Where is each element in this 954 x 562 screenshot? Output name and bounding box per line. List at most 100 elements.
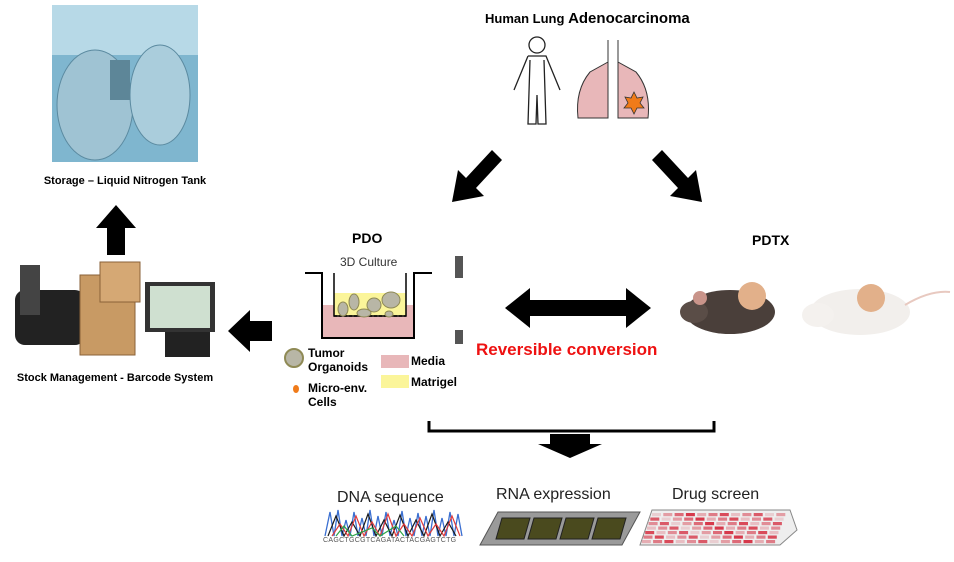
plate-well bbox=[697, 513, 707, 517]
plate-well bbox=[692, 526, 702, 530]
plate-well bbox=[745, 535, 755, 539]
plate-well bbox=[732, 540, 742, 544]
plate-well bbox=[733, 535, 743, 539]
plate-well bbox=[729, 517, 739, 521]
plate-well bbox=[705, 522, 715, 526]
plate-well bbox=[682, 522, 692, 526]
plate-well bbox=[700, 535, 709, 539]
plate-well bbox=[776, 513, 786, 517]
pdo-label: PDO bbox=[352, 230, 383, 246]
plate-well bbox=[754, 540, 764, 544]
plate-well bbox=[667, 531, 677, 535]
plate-well bbox=[674, 513, 684, 517]
plate-well bbox=[648, 522, 658, 526]
reversible-conversion-label: Reversible conversion bbox=[476, 340, 658, 359]
plate-well bbox=[650, 517, 660, 521]
plate-well bbox=[750, 522, 760, 526]
plate-well bbox=[724, 531, 734, 535]
drug-screen-label: Drug screen bbox=[672, 486, 760, 503]
arrow-to-pdo bbox=[452, 150, 502, 202]
plate-well bbox=[771, 526, 781, 530]
plate-well bbox=[669, 526, 679, 530]
plate-well bbox=[767, 535, 777, 539]
white-mouse-image bbox=[802, 284, 951, 335]
plate-well bbox=[680, 526, 690, 530]
dna-chromatogram bbox=[324, 509, 463, 538]
plate-well bbox=[666, 535, 676, 539]
plate-well bbox=[719, 513, 729, 517]
plate-well bbox=[711, 535, 721, 539]
down-arrow bbox=[538, 434, 602, 458]
legend-micro-env-cells: Micro-env. Cells bbox=[308, 381, 368, 409]
plate-well bbox=[688, 535, 698, 539]
plate-well bbox=[774, 517, 784, 521]
plate-well bbox=[675, 540, 685, 544]
plate-well bbox=[656, 531, 666, 535]
plate-well bbox=[654, 535, 664, 539]
plate-well bbox=[687, 540, 696, 544]
plate-well bbox=[772, 522, 782, 526]
arrow-to-pdtx bbox=[652, 150, 702, 202]
plate-well bbox=[664, 540, 674, 544]
plate-well bbox=[746, 531, 756, 535]
culture-label: 3D Culture bbox=[340, 255, 398, 269]
plate-well bbox=[684, 517, 694, 521]
dna-sequence-label: DNA sequence bbox=[337, 489, 444, 506]
plate-well bbox=[718, 517, 728, 521]
legend-media: Media bbox=[411, 354, 446, 368]
plate-well bbox=[653, 540, 663, 544]
plate-well bbox=[663, 513, 673, 517]
plate-well bbox=[671, 522, 681, 526]
plate-well bbox=[716, 522, 726, 526]
plate-well bbox=[759, 526, 769, 530]
3d-culture-well bbox=[305, 272, 432, 339]
plate-well bbox=[679, 531, 689, 535]
plate-well bbox=[769, 531, 779, 535]
up-arrow bbox=[96, 205, 136, 255]
plate-well bbox=[737, 526, 747, 530]
plate-well bbox=[743, 540, 753, 544]
plate-well bbox=[708, 513, 718, 517]
plate-well bbox=[748, 526, 758, 530]
plate-well bbox=[701, 531, 711, 535]
plate-well bbox=[685, 513, 695, 517]
rna-expression-label: RNA expression bbox=[496, 486, 611, 503]
plate-well bbox=[706, 517, 716, 521]
legend-matrigel: Matrigel bbox=[411, 375, 458, 389]
lungs-icon bbox=[577, 40, 649, 119]
rna-microarray-slide bbox=[479, 511, 641, 546]
plate-well bbox=[652, 513, 661, 517]
brown-mouse-image bbox=[680, 282, 775, 334]
plate-well bbox=[727, 522, 737, 526]
bracket bbox=[427, 421, 716, 433]
plate-well bbox=[714, 526, 724, 530]
left-arrow bbox=[228, 310, 272, 352]
stock-caption: Stock Management - Barcode System bbox=[16, 372, 214, 384]
plate-well bbox=[753, 513, 763, 517]
plate-well bbox=[720, 540, 730, 544]
plate-well bbox=[756, 535, 766, 539]
plate-well bbox=[735, 531, 745, 535]
plate-well bbox=[761, 522, 771, 526]
legend-swatches bbox=[284, 348, 409, 393]
plate-well bbox=[765, 513, 774, 517]
dna-sequence-text: CAGCTGCGTCAGATACTACGAGTCTG bbox=[323, 537, 457, 544]
plate-well bbox=[703, 526, 713, 530]
storage-caption: Storage – Liquid Nitrogen Tank bbox=[43, 175, 207, 187]
plate-well bbox=[742, 513, 752, 517]
stock-barcode-image bbox=[15, 261, 215, 357]
plate-well bbox=[661, 517, 671, 521]
plate-well bbox=[672, 517, 682, 521]
plate-well bbox=[758, 531, 768, 535]
plate-well bbox=[677, 535, 687, 539]
page-title: Human Lung Adenocarcinoma bbox=[485, 10, 690, 27]
plate-well bbox=[698, 540, 708, 544]
tumor-star-icon bbox=[623, 91, 645, 115]
plate-well bbox=[713, 531, 722, 535]
plate-well bbox=[752, 517, 761, 521]
plate-well bbox=[659, 522, 669, 526]
drug-screen-plate bbox=[639, 509, 798, 546]
plate-well bbox=[709, 540, 719, 544]
